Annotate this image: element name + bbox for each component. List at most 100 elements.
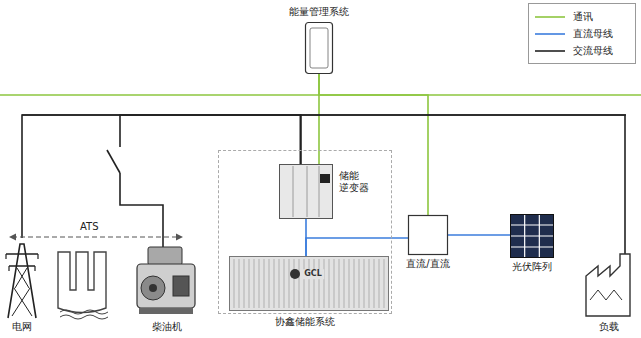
engine-base [139, 308, 193, 314]
node-label: 直流/直流 [406, 258, 449, 270]
container-rib [374, 259, 375, 308]
pv-grid-line [511, 235, 553, 236]
ems-box: 能量管理系统 [305, 22, 333, 74]
bus-connector [306, 238, 408, 256]
node-label: 负载 [599, 321, 619, 333]
pylon-arms [6, 254, 38, 266]
node-icon [408, 215, 448, 255]
legend-line [535, 16, 565, 18]
container-rib [234, 259, 235, 308]
legend-sample [535, 48, 565, 54]
node-label: 电网 [12, 321, 32, 333]
ems-cabinet [306, 23, 333, 74]
node-icon [229, 256, 389, 311]
pv-panel [511, 215, 554, 258]
storage-group: 储能 逆变器GCL协鑫储能系统 [218, 150, 392, 314]
container-rib [284, 259, 285, 308]
cabinet-door-line [319, 166, 320, 217]
factory-zigzag [590, 290, 622, 300]
container-rib [309, 259, 310, 308]
switch-gap [113, 147, 127, 173]
inverter-box: 储能 逆变器 [279, 164, 333, 219]
switchgear-icon [58, 252, 106, 313]
node-label: 能量管理系统 [289, 6, 349, 18]
switchgear-wave [60, 310, 108, 314]
container-rib [294, 259, 295, 308]
container-rib [339, 259, 340, 308]
dcdc-box [409, 216, 448, 255]
legend-text: 通讯 [573, 10, 593, 24]
node-icon [279, 164, 333, 219]
container-rib [269, 259, 270, 308]
container-rib [314, 259, 315, 308]
container-rib [304, 259, 305, 308]
factory-outline [586, 254, 630, 316]
ats-label: ATS [78, 221, 101, 233]
container-rib [299, 259, 300, 308]
container-rib [384, 259, 385, 308]
grid-pylon: 电网 [5, 238, 39, 318]
pylon-legs [8, 244, 36, 318]
ats-arrow [176, 234, 183, 241]
container-rib [379, 259, 380, 308]
inverter-display [320, 174, 330, 183]
container-rib [344, 259, 345, 308]
switch-blade [107, 150, 120, 173]
logo-mark [290, 269, 300, 279]
bus-connector [22, 115, 301, 238]
container-rib [244, 259, 245, 308]
container-rib [274, 259, 275, 308]
node-label: GCL [302, 269, 324, 279]
legend-box: 通讯直流母线交流母线 [528, 3, 636, 64]
container-rib [259, 259, 260, 308]
legend-line [535, 33, 565, 35]
legend-row: 直流母线 [535, 25, 629, 42]
engine-block [173, 276, 189, 296]
switchgear-wave [60, 315, 108, 319]
ats-arrow [9, 234, 16, 241]
container-box: GCL [229, 256, 389, 311]
container-rib [279, 259, 280, 308]
legend-sample [535, 31, 565, 37]
container-rib [359, 259, 360, 308]
bus-connector [120, 115, 301, 247]
pylon-lattice [12, 268, 32, 316]
inverter-cabinet [280, 165, 333, 219]
container-rib [254, 259, 255, 308]
engine-body [137, 264, 195, 308]
node-label: 柴油机 [152, 321, 182, 333]
node-icon [584, 252, 634, 318]
container-body [230, 257, 389, 311]
container-rib [334, 259, 335, 308]
container-rib [289, 259, 290, 308]
cabinet-door-line [307, 166, 308, 217]
container-rib [369, 259, 370, 308]
bus-connector [448, 234, 510, 236]
pv-array: 光伏阵列 [510, 214, 554, 258]
ats-line [12, 237, 180, 238]
engine-head [148, 247, 182, 265]
node-icon [133, 242, 201, 318]
engine-hub [149, 284, 157, 292]
container-rib [324, 259, 325, 308]
node-label: 光伏阵列 [512, 261, 552, 273]
diesel-engine: 柴油机 [133, 242, 201, 318]
node-icon [510, 214, 554, 258]
node-icon [305, 22, 333, 74]
legend-sample [535, 14, 565, 20]
pv-grid-line [511, 246, 553, 247]
legend-text: 交流母线 [573, 44, 613, 58]
bus-connector [301, 115, 625, 254]
communication-bus [0, 94, 641, 96]
legend-text: 直流母线 [573, 27, 613, 41]
node-label: 储能 逆变器 [339, 170, 371, 194]
ac-bus [22, 114, 626, 116]
legend-row: 通讯 [535, 8, 629, 25]
legend-row: 交流母线 [535, 42, 629, 59]
container-rib [329, 259, 330, 308]
load-factory: 负载 [584, 252, 634, 318]
container-rib [364, 259, 365, 308]
dcdc-box: 直流/直流 [408, 215, 448, 255]
container-rib [249, 259, 250, 308]
